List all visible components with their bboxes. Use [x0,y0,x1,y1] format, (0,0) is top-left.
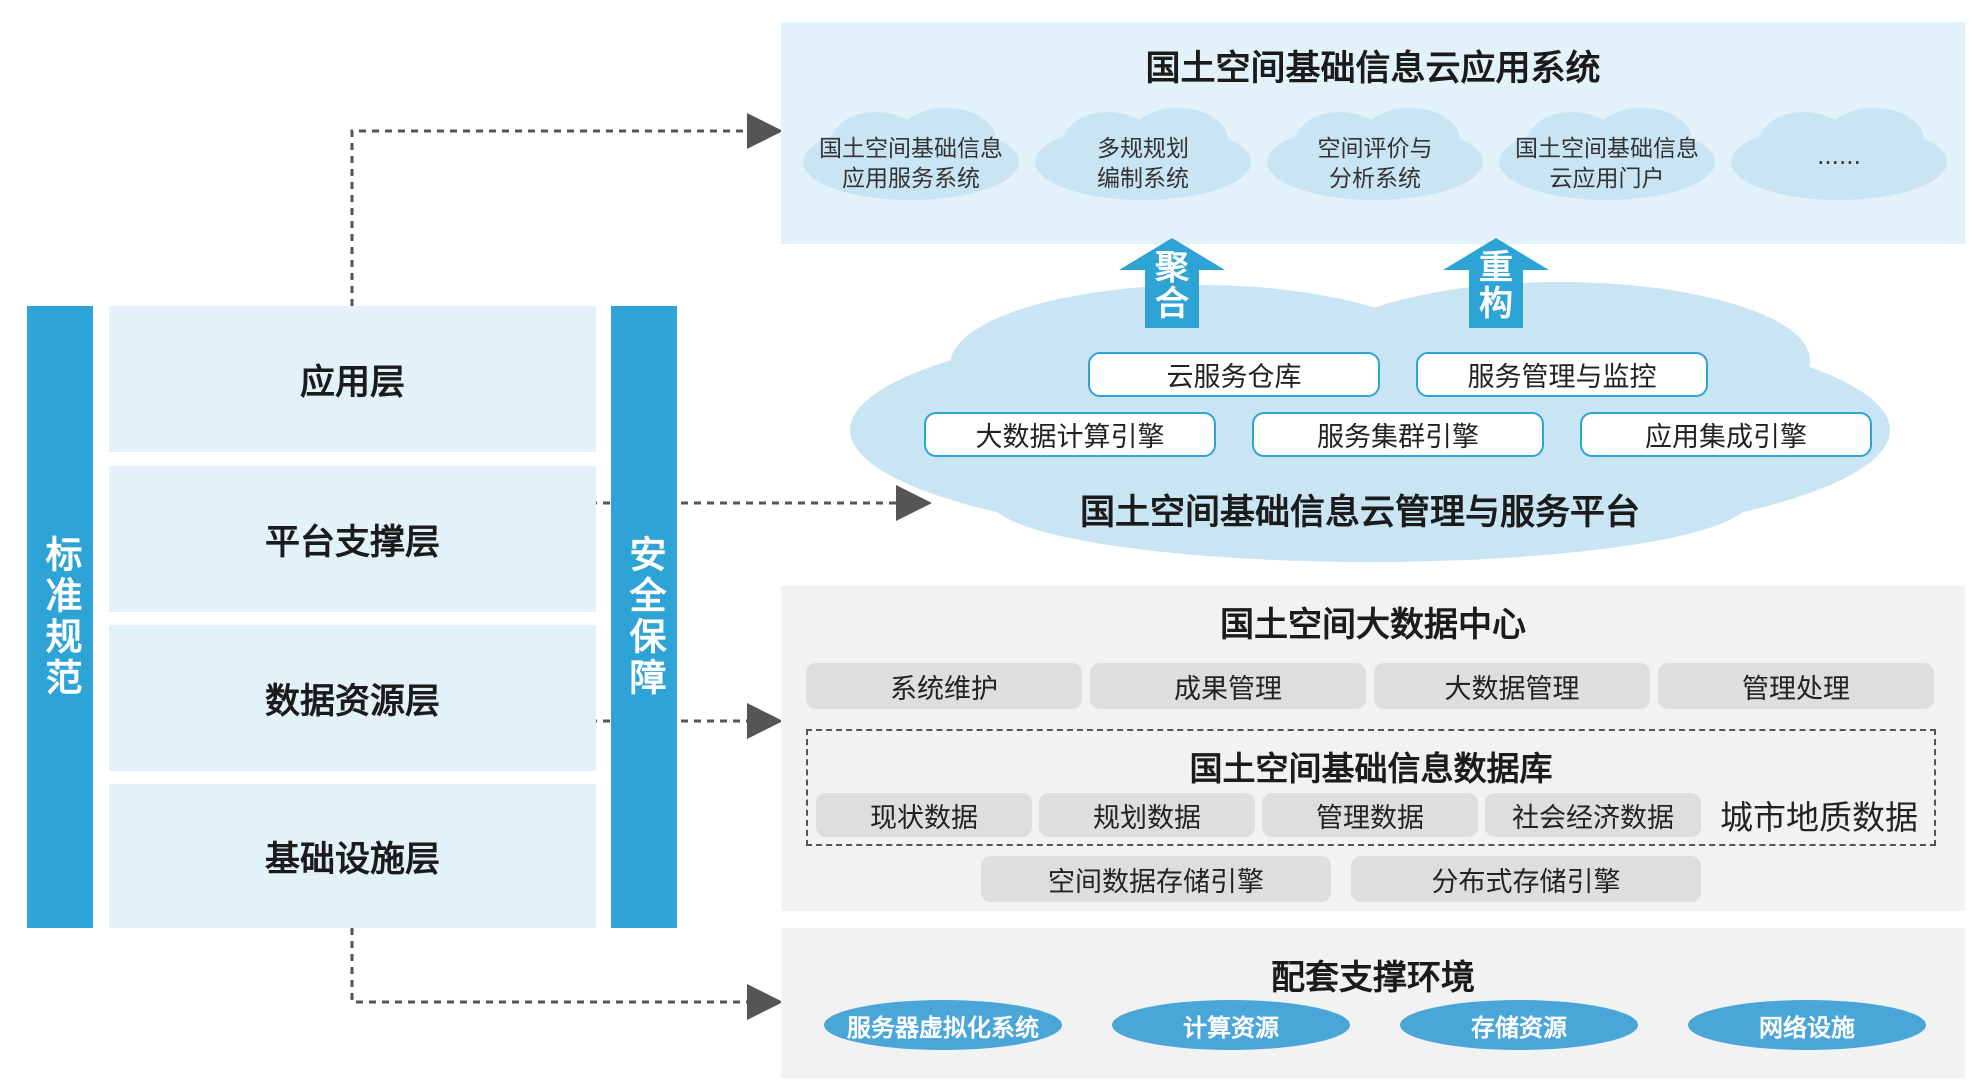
cloud-item-3: 空间评价与分析系统 [1317,136,1433,192]
aggregate-arrow [1119,238,1225,328]
security-bar: 安全保障 [611,306,677,928]
infra-title: 配套支撑环境 [1271,958,1475,998]
cloud-item-4: 国土空间基础信息云应用门户 [1515,136,1699,192]
cloud-shape-1 [803,108,1019,200]
connector-app-layer [350,113,783,306]
engine-item: 分布式存储引擎 [1351,856,1701,902]
function-item: 大数据管理 [1374,663,1650,709]
db-item: 社会经济数据 [1485,793,1701,837]
db-item: 规划数据 [1039,793,1255,837]
db-item: 现状数据 [816,793,1032,837]
layer-data: 数据资源层 [109,625,596,771]
cloud-shape-2 [1035,108,1251,200]
platform-item-cloud-repo: 云服务仓库 [1088,352,1380,397]
function-item: 成果管理 [1090,663,1366,709]
function-item: 系统维护 [806,663,1082,709]
layer-platform: 平台支撑层 [109,466,596,612]
platform-item-cluster-engine: 服务集群引擎 [1252,412,1544,457]
cloud-shape-4 [1499,108,1715,200]
cloud-shape-5 [1731,108,1947,200]
aggregate-arrow-label: 聚合 [1155,248,1189,324]
database-box [806,729,1936,846]
cloud-shape-3 [1267,108,1483,200]
platform-item-bigdata-engine: 大数据计算引擎 [924,412,1216,457]
app-system-title: 国土空间基础信息云应用系统 [1145,49,1601,89]
db-item: 管理数据 [1262,793,1478,837]
restructure-arrow [1443,238,1549,328]
database-title: 国土空间基础信息数据库 [1189,749,1553,788]
platform-title: 国土空间基础信息云管理与服务平台 [1079,493,1640,533]
infra-item: 存储资源 [1400,1000,1638,1050]
cloud-item-2: 多规规划编制系统 [1097,136,1189,192]
db-item: 城市地质数据 [1720,798,1918,837]
infra-item: 计算资源 [1112,1000,1350,1050]
connector-infra-layer [350,928,783,1020]
infra-item: 服务器虚拟化系统 [824,1000,1062,1050]
function-item: 管理处理 [1658,663,1934,709]
layer-infrastructure: 基础设施层 [109,784,596,928]
infra-item: 网络设施 [1688,1000,1926,1050]
engine-item: 空间数据存储引擎 [981,856,1331,902]
standard-bar: 标准规范 [27,306,93,928]
cloud-item-5: ...... [1817,144,1861,170]
data-center-title: 国土空间大数据中心 [1220,605,1526,645]
cloud-item-1: 国土空间基础信息应用服务系统 [819,136,1003,192]
layer-application: 应用层 [109,306,596,452]
platform-item-service-monitor: 服务管理与监控 [1416,352,1708,397]
restructure-arrow-label: 重构 [1479,248,1513,324]
platform-item-integration-engine: 应用集成引擎 [1580,412,1872,457]
app-clouds [803,108,1947,200]
